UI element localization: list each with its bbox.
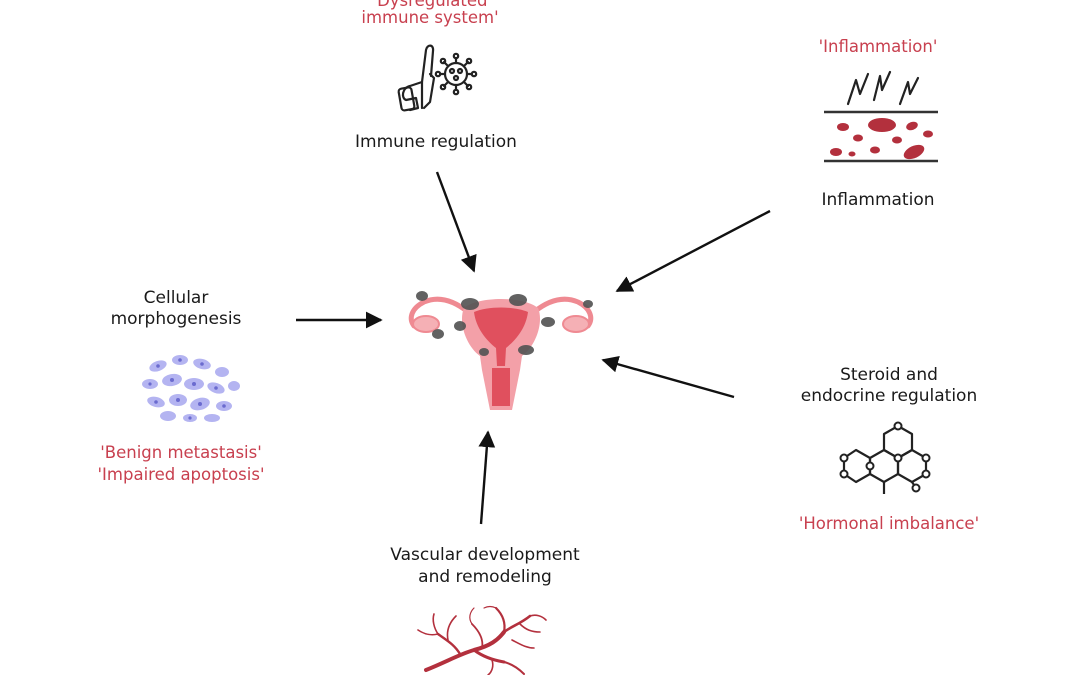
vascular-development-line1: Vascular development [390,545,580,565]
hormonal-imbalance-label: 'Hormonal imbalance' [798,514,980,533]
steroid-endocrine-line2: endocrine regulation [800,386,978,406]
benign-metastasis-label: 'Benign metastasis' [100,443,262,462]
blood-vessel-cells-icon [824,70,938,163]
blood-vessel-branches-icon [417,605,547,675]
immune-regulation-label: Immune regulation [355,132,517,152]
arrow-inflammation [615,209,771,293]
steroid-molecule-icon [839,421,931,494]
dysregulated-immune-line1: 'Dysregulated [372,0,488,10]
hand-virus-icon [397,44,478,112]
impaired-apoptosis-label: 'Impaired apoptosis' [97,465,265,484]
arrow-steroid [601,356,735,399]
arrow-immune [435,171,477,273]
dysregulated-immune-line2: immune system' [361,8,499,27]
uterus-icon [408,291,594,410]
steroid-endocrine-line1: Steroid and [840,365,938,385]
cell-cluster-icon [142,355,240,422]
inflammation-red-label: 'Inflammation' [818,37,938,56]
vascular-development-line2: and remodeling [418,567,552,587]
inflammation-label: Inflammation [821,190,935,210]
cellular-morphogenesis-line2: morphogenesis [110,309,242,329]
arrow-vascular [478,430,496,525]
cellular-morphogenesis-line1: Cellular [143,288,209,308]
